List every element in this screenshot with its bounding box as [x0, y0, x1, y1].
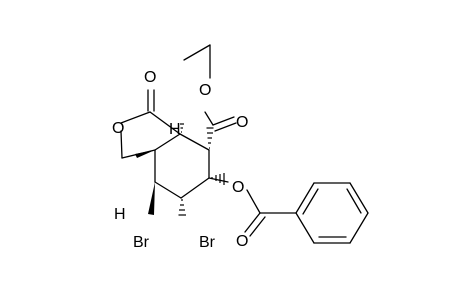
bond-benzoate-c-o-double-2 — [249, 216, 266, 237]
atom-Br-right: Br — [199, 234, 216, 251]
bond-c4-c3a — [179, 133, 210, 151]
atom-ester-O-double: O — [236, 114, 248, 131]
bond-ph-inner-2 — [346, 188, 362, 214]
atom-benzoate-O-single: O — [232, 179, 244, 196]
atom-Br-left: Br — [133, 234, 150, 251]
wedge-c7-Br — [148, 182, 155, 215]
atom-H-left: H — [114, 206, 126, 223]
bond-ph-inner-1 — [302, 188, 319, 215]
bonds — [120, 44, 369, 244]
bond-ester-c-o-double-1 — [212, 116, 235, 126]
bond-ethyl-ch3-ch2 — [183, 44, 211, 61]
atom-labels: O O O O O O H H Br Br — [112, 69, 248, 251]
bond-c1-ringO — [120, 111, 151, 124]
bond-c3a-c7a — [154, 133, 181, 151]
bond-benzoate-c-o-double-1 — [244, 212, 261, 233]
bond-ester-c-o-double-2 — [214, 122, 237, 132]
atom-ester-O-single: O — [199, 82, 211, 99]
atom-ring-O: O — [112, 120, 124, 137]
bond-c3a-c1 — [149, 111, 181, 135]
hash-c4-ester — [206, 127, 214, 149]
atom-H-top: H — [169, 121, 181, 138]
bond-ph-4-5 — [349, 212, 369, 244]
hash-c6-Br — [178, 199, 186, 216]
atom-carbonyl-O: O — [144, 69, 156, 86]
bond-benzoate-o-c — [246, 189, 261, 214]
hash-c3a-H — [180, 123, 184, 133]
bond-ringO-c3 — [120, 130, 123, 159]
stereo-bonds — [135, 123, 225, 216]
wedge-c7a-H — [135, 150, 155, 158]
atom-benzoate-O-double: O — [236, 233, 248, 250]
bond-c6-c5 — [180, 177, 210, 199]
bond-ph-3-4 — [349, 182, 369, 214]
bond-ester-o-c — [204, 111, 214, 126]
bond-c7-c6 — [154, 181, 182, 199]
bond-ph-6-1 — [295, 212, 315, 244]
hash-c5-O — [211, 173, 225, 185]
bond-ph-1-2 — [295, 182, 315, 214]
